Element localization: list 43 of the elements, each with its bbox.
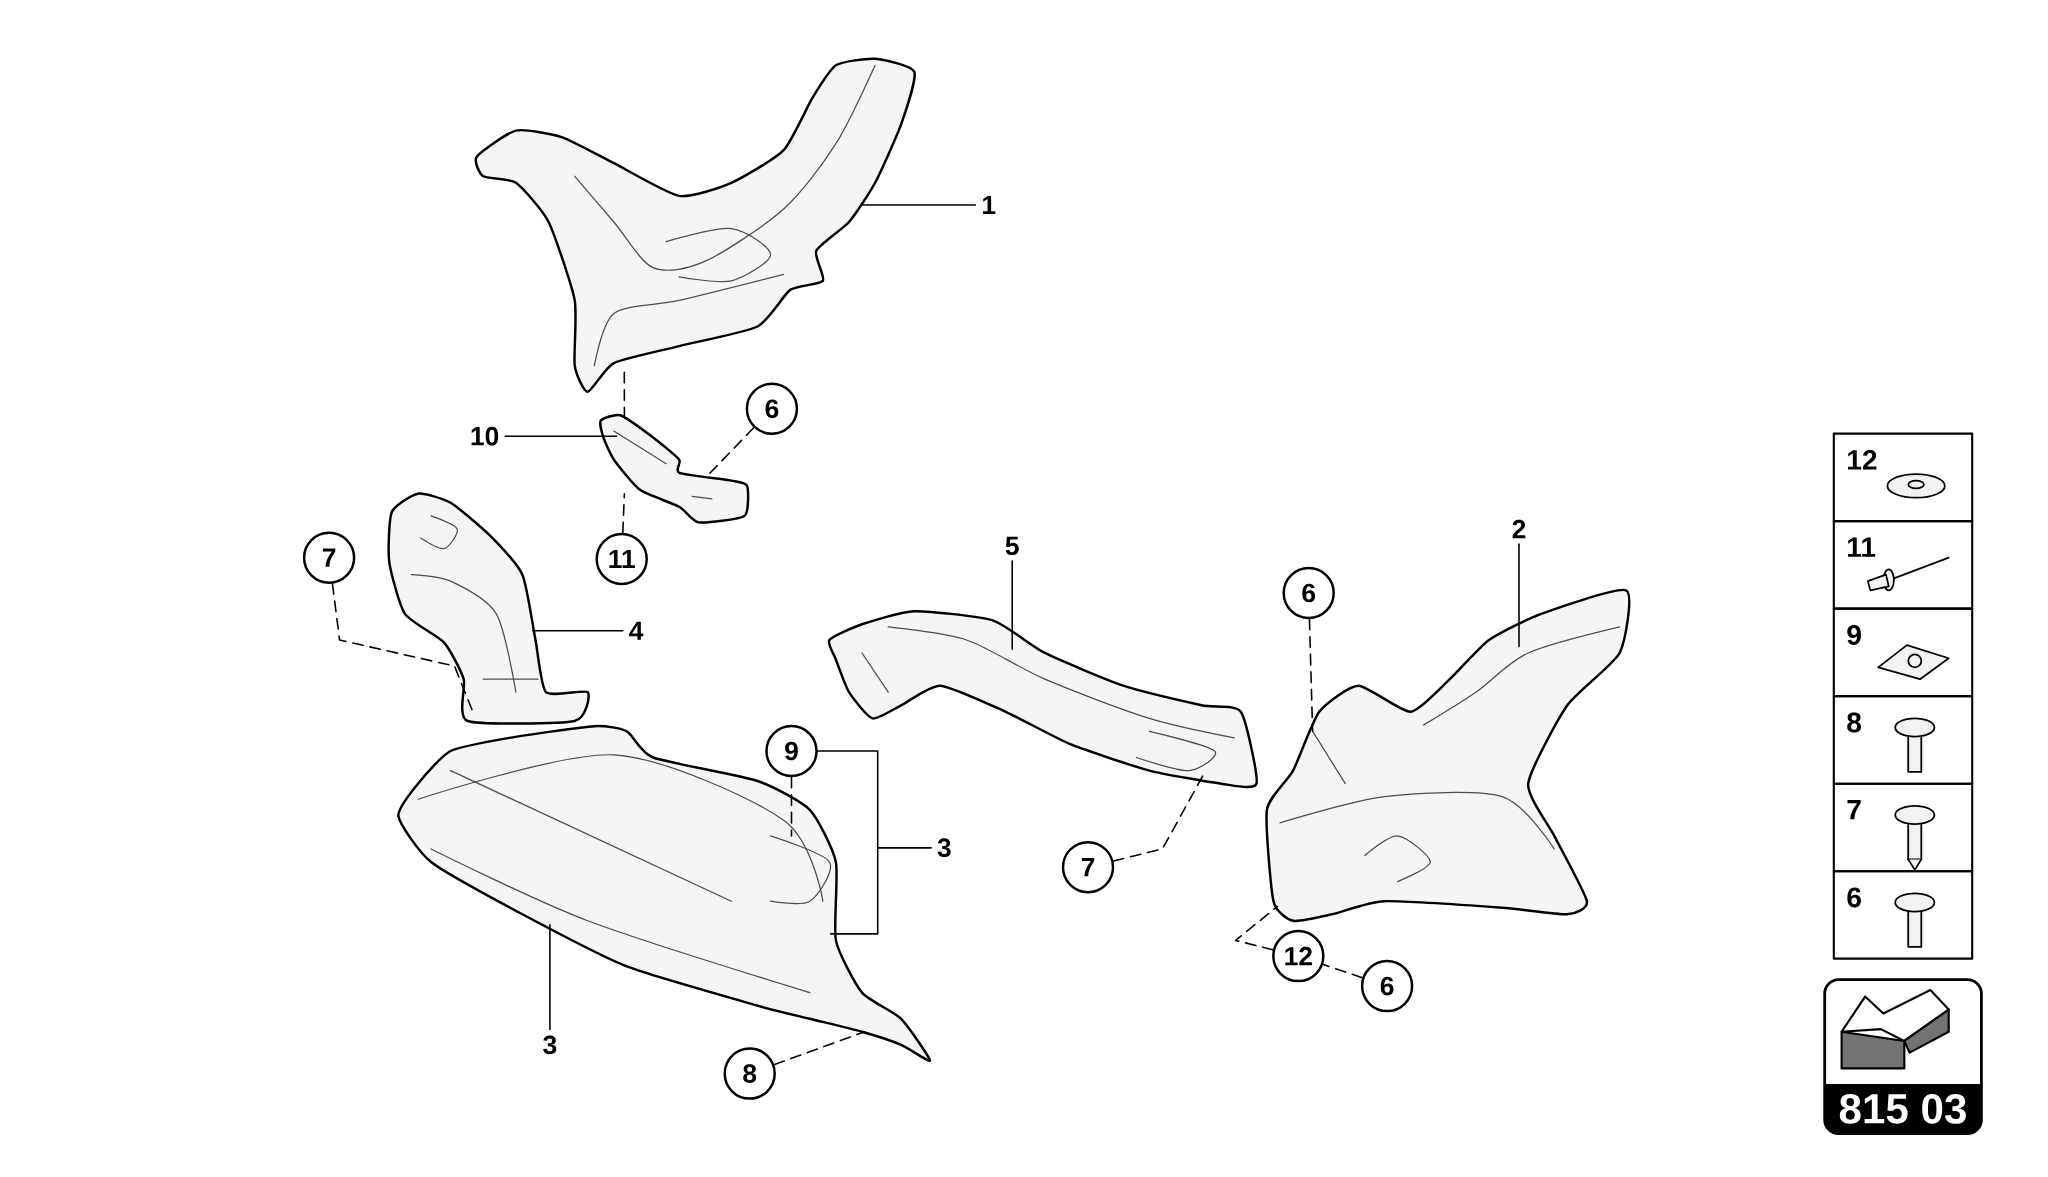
callout-bubble: 6 [1282, 566, 1335, 620]
leader-line [829, 847, 932, 935]
callout-bubble: 11 [595, 532, 648, 586]
leader-line [504, 435, 618, 438]
callout-number: 3 [937, 838, 951, 858]
leader-line [532, 630, 624, 632]
air-box-drawing [397, 724, 932, 1063]
callout-number: 1 [983, 196, 996, 215]
callout-number: 3 [543, 1035, 557, 1055]
callout-bubble: 7 [302, 531, 356, 584]
leader-line [790, 776, 793, 837]
callout-bubble: 6 [1360, 959, 1414, 1013]
leader-line [861, 204, 977, 206]
table-cell: 11 [1832, 520, 1974, 610]
callout-number: 2 [1512, 519, 1526, 539]
leader-line [1112, 772, 1205, 862]
leader-line [1308, 618, 1314, 733]
callout-number: 10 [471, 426, 499, 446]
leader-line [622, 493, 626, 534]
table-cell: 8 [1832, 695, 1974, 785]
leader-line [1011, 560, 1013, 651]
air-duct-drawing [387, 492, 590, 725]
leader-line [1518, 543, 1520, 648]
leader-line [623, 371, 626, 422]
callout-bubble: 8 [723, 1047, 776, 1100]
leader-line [773, 1031, 866, 1066]
callout-bubble: 6 [745, 382, 799, 436]
table-cell: 7 [1832, 782, 1974, 873]
leader-line [1322, 963, 1364, 979]
leader-line [1234, 905, 1279, 951]
bracket-drawing [599, 413, 750, 524]
leader-line [331, 583, 474, 713]
leader-line [549, 924, 551, 1031]
table-cell: 9 [1832, 607, 1974, 698]
callout-bubble: 9 [765, 724, 818, 778]
callout-bubble: 12 [1272, 929, 1325, 983]
air-duct-drawing [827, 610, 1258, 789]
callout-bubble: 7 [1061, 841, 1115, 894]
table-cell: 6 [1832, 870, 1974, 960]
callout-number: 5 [1005, 536, 1019, 556]
callout-number: 4 [629, 621, 644, 640]
table-cell: 12 [1832, 432, 1974, 523]
air-duct-drawing [474, 57, 916, 394]
